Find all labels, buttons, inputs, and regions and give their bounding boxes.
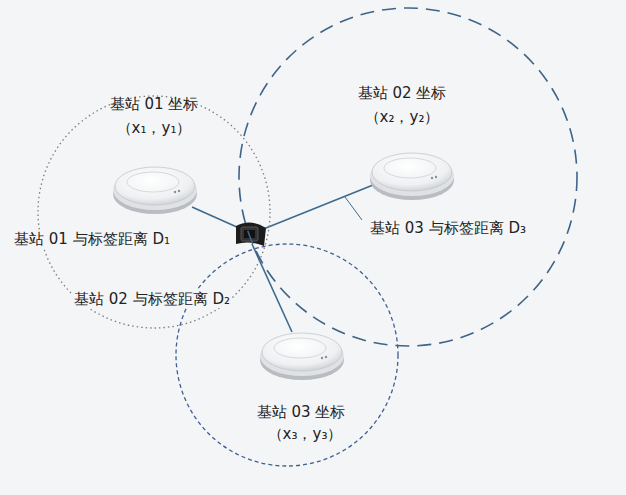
distance-label: 基站 02 与标签距离 D₂ — [72, 290, 232, 308]
range-circle: 基站 03 坐标 （x₃，y₃） — [175, 243, 399, 467]
distance-label: 基站 03 与标签距离 D₃ — [368, 219, 528, 237]
distance-label: 基站 01 与标签距离 D₁ — [12, 230, 172, 248]
base-station-icon — [370, 153, 454, 200]
distance-line — [192, 183, 378, 332]
station-title: 基站 01 坐标 — [110, 95, 199, 113]
station-coordinate: （x₃，y₃） — [268, 425, 343, 443]
station-title: 基站 03 坐标 — [257, 403, 346, 421]
station-title: 基站 02 坐标 — [358, 84, 447, 102]
base-station-icon — [113, 167, 197, 214]
tag-icon — [236, 222, 266, 246]
range-circle: 基站 02 坐标 （x₂，y₂） — [238, 7, 578, 347]
base-station-icon — [260, 333, 344, 380]
leader-line — [345, 197, 362, 220]
circle-outline — [238, 7, 578, 347]
station-coordinate: （x₂，y₂） — [365, 108, 440, 126]
station-coordinate: （x₁，y₁） — [117, 119, 192, 137]
